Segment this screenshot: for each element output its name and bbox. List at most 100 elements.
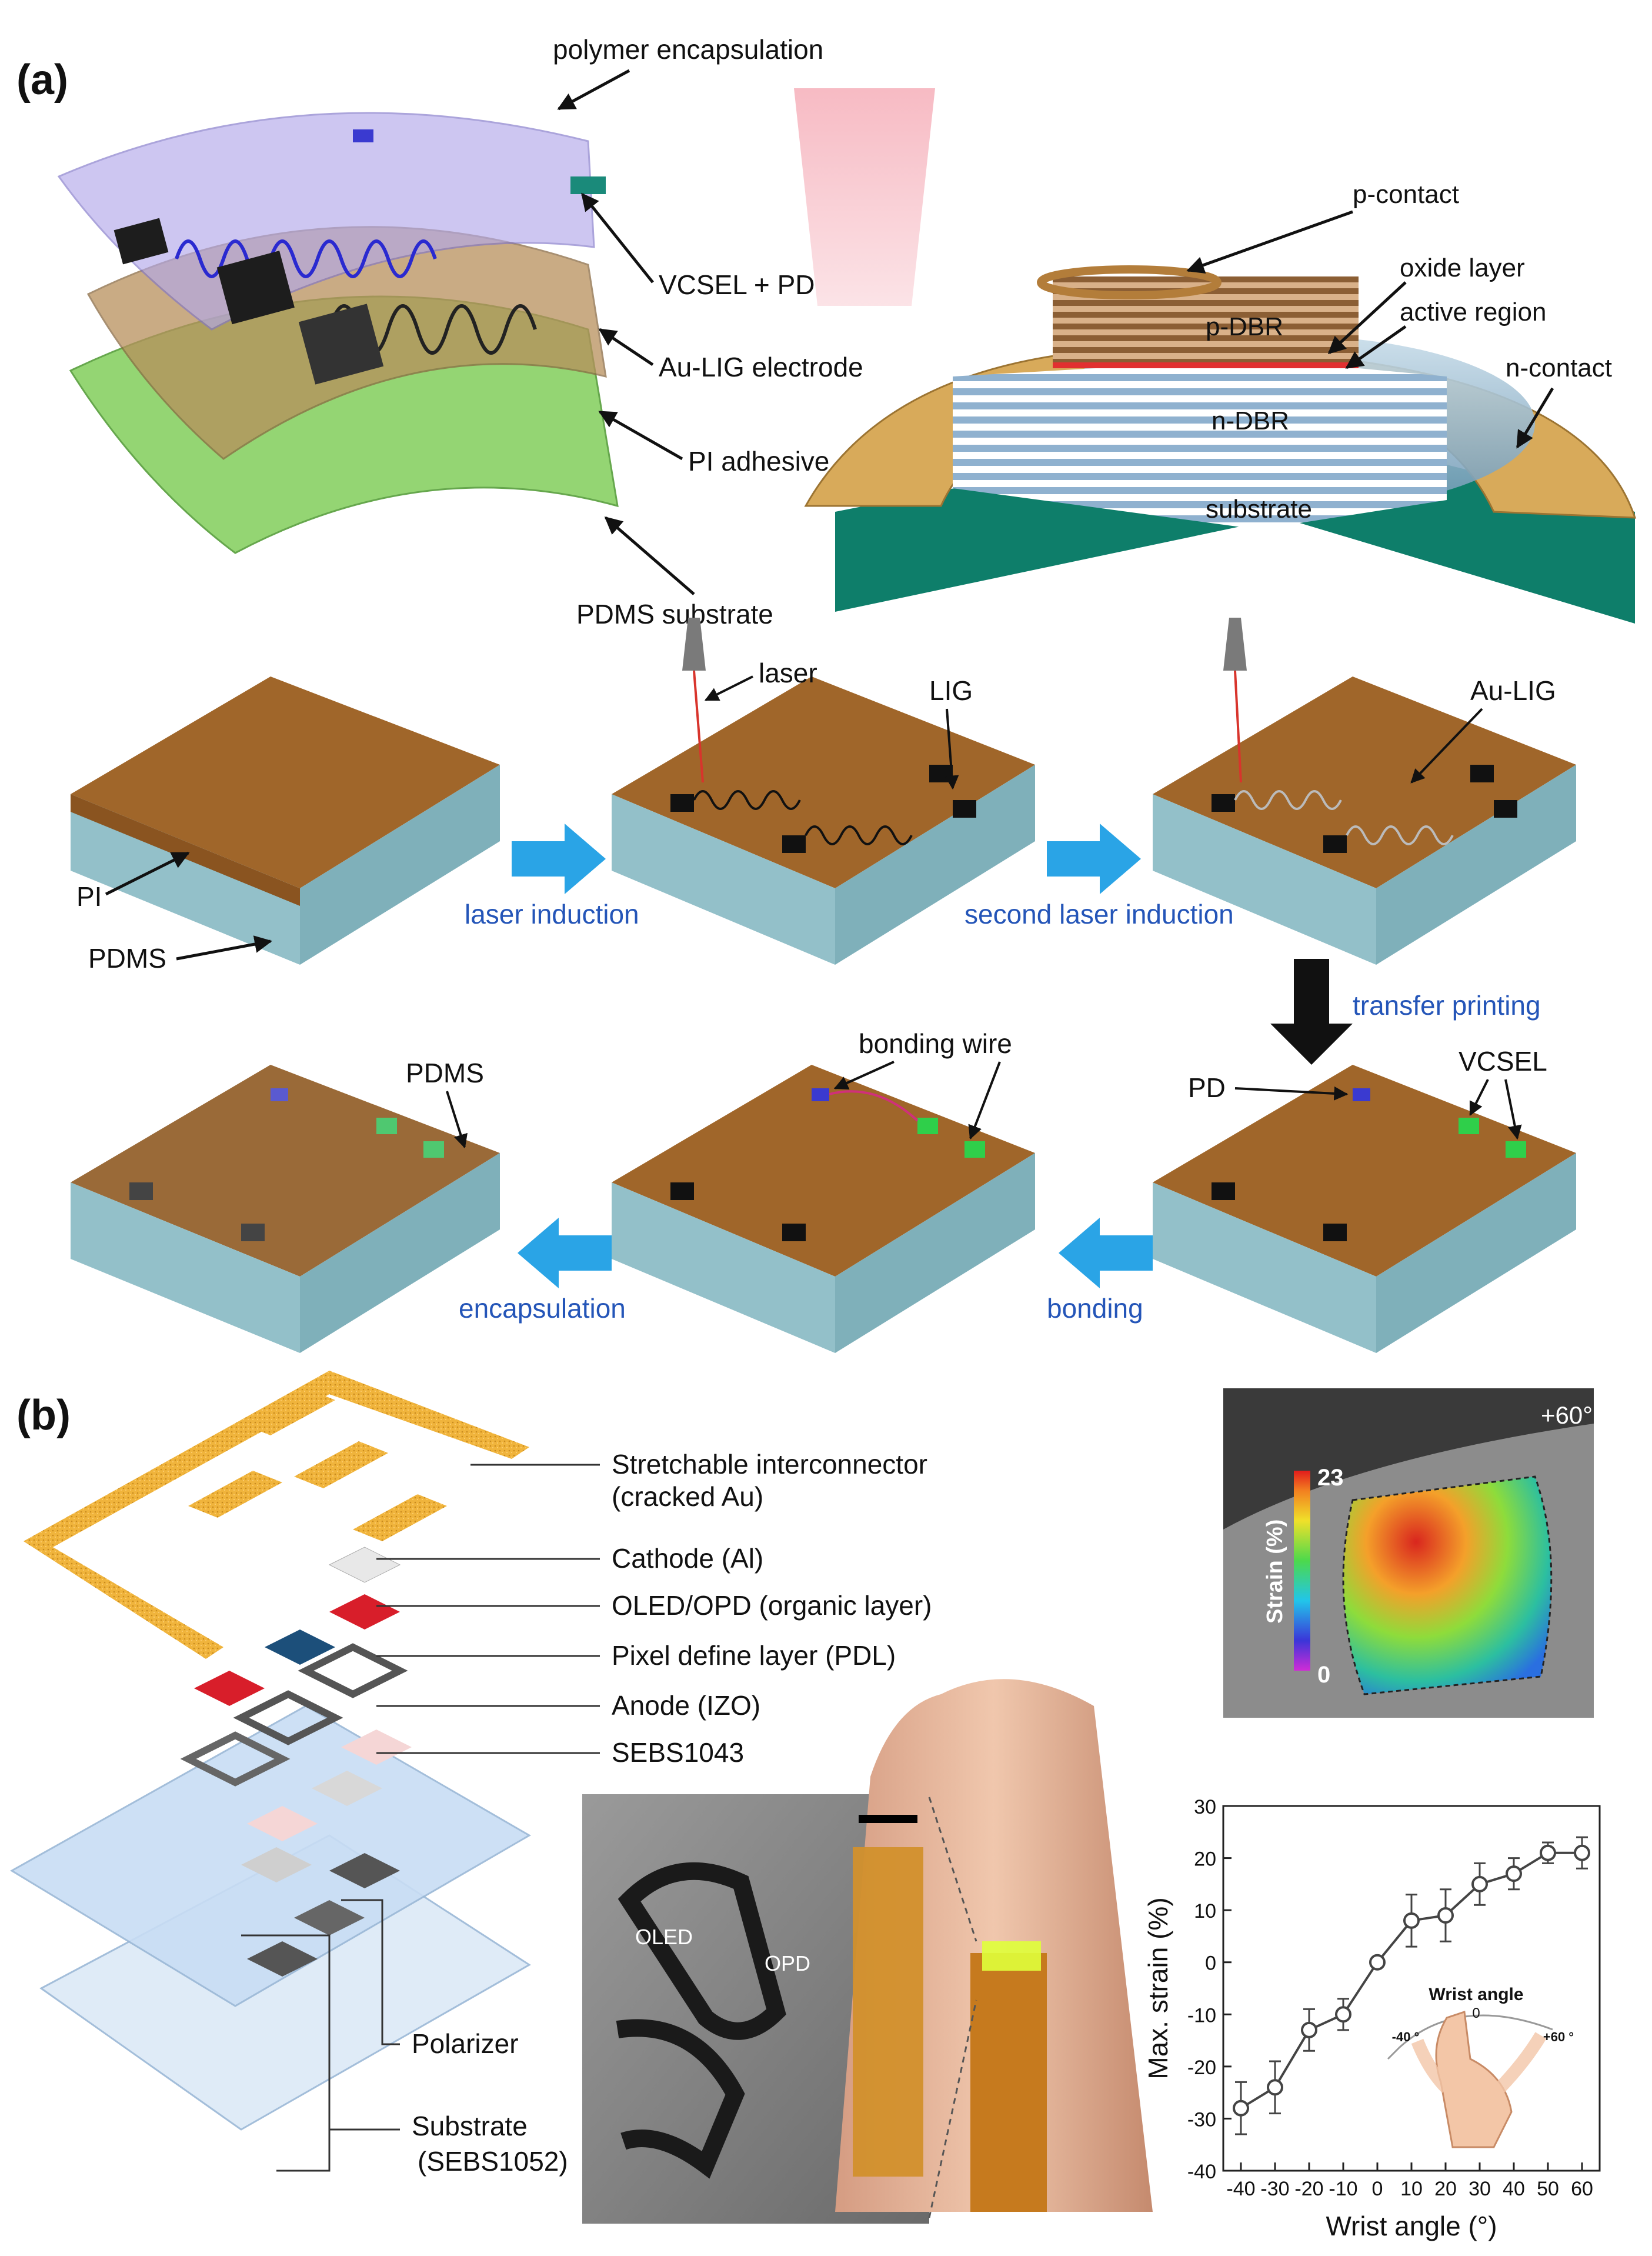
substrate-b-sublabel: (SEBS1052) [418, 2146, 568, 2177]
laser-tool [682, 618, 706, 671]
block-2 [612, 618, 1035, 965]
contact-pad [114, 218, 169, 265]
y-tick-label: 20 [1194, 1848, 1216, 1871]
x-tick-label: -20 [1294, 2178, 1323, 2200]
arrow-second-laser [1047, 824, 1141, 894]
strain-angle-label: +60° [1541, 1401, 1593, 1429]
vcsel-labels: p-contact oxide layer active region p-DB… [1186, 180, 1612, 524]
panel-a-label: (a) [16, 56, 68, 104]
device-photo: OLED OPD [582, 1679, 1153, 2224]
p-contact-ring [1037, 265, 1222, 299]
x-tick-label: 0 [1372, 2178, 1383, 2200]
organic-pad-blue [265, 1629, 335, 1665]
arrow-bonding [1059, 1218, 1153, 1288]
block-4 [1153, 1065, 1576, 1353]
glowing-pixels [982, 1941, 1041, 1971]
substrate-b-label: Substrate [412, 2111, 528, 2141]
pdl-label: Pixel define layer (PDL) [612, 1640, 896, 1671]
vcsel-pd-label: VCSEL + PD [659, 269, 815, 300]
block-3 [1153, 618, 1576, 965]
data-point [1437, 1907, 1454, 1924]
chart-ylabel: Max. strain (%) [1143, 1897, 1173, 2079]
y-tick-label: 10 [1194, 1900, 1216, 1922]
step-laser-induction: laser induction [465, 899, 639, 929]
x-tick-label: -40 [1226, 2178, 1255, 2200]
opd-photo-label: OPD [765, 1951, 810, 1975]
data-point [1506, 1865, 1522, 1882]
x-tick-label: -10 [1329, 2178, 1357, 2200]
arrow-encapsulation [518, 1218, 612, 1288]
y-tick-label: 30 [1194, 1796, 1216, 1818]
sebs-pad [312, 1771, 382, 1806]
colorbar-min: 0 [1317, 1662, 1330, 1688]
laser-label: laser [759, 658, 817, 688]
step-transfer-printing: transfer printing [1353, 990, 1541, 1021]
sebs-pad [241, 1847, 312, 1882]
step-bonding: bonding [1047, 1293, 1143, 1324]
anode-label: Anode (IZO) [612, 1690, 760, 1721]
oxide-label: oxide layer [1400, 254, 1525, 282]
bonding-wire-label: bonding wire [859, 1028, 1012, 1059]
n-contact-label: n-contact [1506, 354, 1612, 382]
pdl-frame [233, 1690, 343, 1745]
polarizer-grid [329, 1853, 400, 1888]
data-point [1267, 2079, 1283, 2096]
organic-pad-red [194, 1671, 265, 1706]
y-tick-label: -20 [1187, 2057, 1216, 2079]
anode-pad [341, 1730, 412, 1765]
colorbar-label: Strain (%) [1263, 1519, 1287, 1624]
colorbar [1294, 1471, 1310, 1671]
y-tick-label: 0 [1205, 1952, 1216, 1975]
layer-stack-labels: polymer encapsulation VCSEL + PD Au-LIG … [553, 34, 863, 629]
colorbar-max: 23 [1317, 1465, 1344, 1491]
block-1 [71, 677, 500, 965]
sebs1043-label: SEBS1043 [612, 1737, 744, 1768]
block-5 [612, 1065, 1035, 1353]
organic-pad-red [329, 1594, 400, 1629]
process-labels: PI PDMS laser LIG Au-LIG laser induction… [76, 658, 1556, 1324]
scale-bar [859, 1815, 917, 1823]
n-dbr-label: n-DBR [1212, 406, 1289, 435]
x-tick-label: 50 [1537, 2178, 1559, 2200]
pdms-top-label: PDMS [406, 1058, 484, 1088]
substrate-cross-label: substrate [1206, 495, 1312, 524]
pdl-frame [180, 1731, 291, 1787]
strain-map: +60° 23 0 Strain (%) [1223, 1388, 1594, 1718]
oled-stack-illustration [10, 1371, 531, 2131]
p-contact-label: p-contact [1353, 180, 1459, 209]
x-tick-label: 30 [1469, 2178, 1491, 2200]
contact-pad [216, 251, 295, 325]
chart-xlabel: Wrist angle (°) [1326, 2211, 1497, 2241]
data-point [1574, 1844, 1590, 1861]
wrist-angle-inset: Wrist angle 0 -40 ° +60 ° [1387, 1985, 1574, 2148]
interconnector-label: Stretchable interconnector [612, 1449, 927, 1479]
organic-label: OLED/OPD (organic layer) [612, 1590, 932, 1621]
electrode-label: Au-LIG electrode [659, 352, 863, 382]
arrow-laser-induction [512, 824, 606, 894]
ffc-ribbon [853, 1847, 923, 2177]
step-second-laser: second laser induction [964, 899, 1234, 929]
n-dbr-block [953, 359, 1447, 529]
contact-pad [298, 304, 384, 385]
active-region [1053, 362, 1359, 368]
active-label: active region [1400, 298, 1546, 326]
au-lig-label: Au-LIG [1470, 675, 1556, 706]
vcsel-cross-section [794, 88, 1637, 624]
polarizer-label: Polarizer [412, 2028, 519, 2059]
data-point [1335, 2006, 1351, 2023]
oled-photo-label: OLED [635, 1925, 693, 1949]
polymer-encapsulation-layer [57, 112, 595, 331]
lig-label: LIG [929, 675, 973, 706]
y-tick-label: -40 [1187, 2161, 1216, 2183]
x-tick-label: 20 [1434, 2178, 1457, 2200]
inset-title: Wrist angle [1429, 1985, 1523, 2004]
interconnector-sublabel: (cracked Au) [612, 1481, 763, 1512]
hand-inset-shape [1435, 2010, 1513, 2148]
data-point [1369, 1954, 1386, 1971]
data-point [1403, 1912, 1420, 1929]
y-tick-label: -10 [1187, 2004, 1216, 2027]
inset-center: 0 [1472, 2005, 1480, 2021]
pi-label: PI [76, 881, 102, 912]
